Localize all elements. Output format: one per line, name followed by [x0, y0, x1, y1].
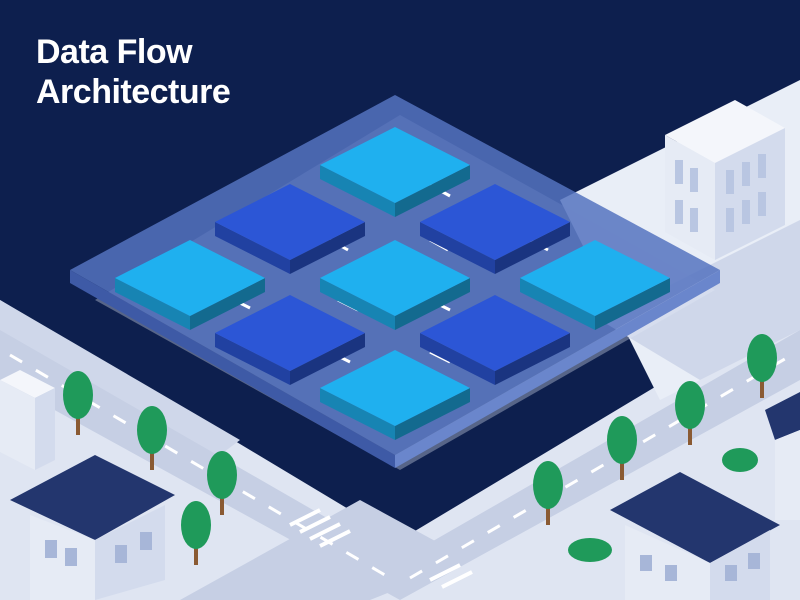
- crosswalk: [289, 508, 473, 589]
- tree-icon: [607, 416, 637, 480]
- tree-icon: [533, 461, 563, 525]
- small-building-right: [765, 392, 800, 520]
- data-node-tile: [320, 240, 470, 330]
- title-line-1: Data Flow: [36, 33, 193, 71]
- data-node-tile: [215, 295, 365, 385]
- page-title: Data Flow Architecture: [36, 32, 231, 112]
- house-icon: [10, 455, 175, 600]
- trees: [63, 334, 777, 565]
- tree-icon: [137, 406, 167, 470]
- data-node-tile: [320, 350, 470, 440]
- data-node-tile: [320, 127, 470, 217]
- house-icon-right: [610, 472, 780, 600]
- data-node-tile: [520, 240, 670, 330]
- data-node-tile: [115, 240, 265, 330]
- data-node-tile: [420, 295, 570, 385]
- tree-icon: [747, 334, 777, 398]
- title-line-2: Architecture: [36, 73, 231, 111]
- data-node-tile: [420, 184, 570, 274]
- office-building: [665, 100, 785, 260]
- tree-icon: [207, 451, 237, 515]
- data-node-tiles: [115, 127, 670, 440]
- bush-icon: [568, 448, 758, 562]
- tree-icon: [181, 501, 211, 565]
- tree-icon: [675, 381, 705, 445]
- small-building-left: [0, 370, 55, 470]
- tree-icon: [63, 371, 93, 435]
- data-node-tile: [215, 184, 365, 274]
